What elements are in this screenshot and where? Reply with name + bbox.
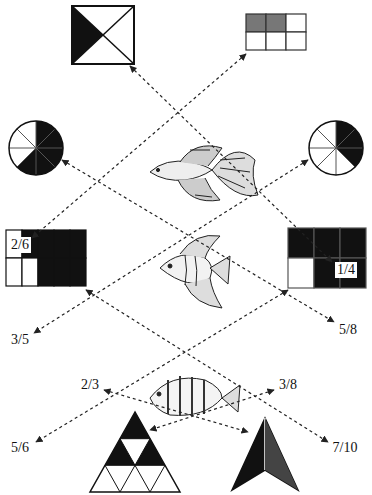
fraction-label: 2/6 — [9, 237, 31, 253]
fraction-label: 2/3 — [79, 377, 101, 393]
matching-arrow — [32, 54, 334, 442]
grid-shape — [6, 230, 86, 286]
dart-shape — [232, 418, 298, 490]
fraction-label: 1/4 — [335, 262, 357, 278]
triangle-shape — [90, 412, 180, 492]
fraction-label: 3/8 — [277, 377, 299, 393]
fraction-label: 3/5 — [9, 332, 31, 348]
fraction-label: 5/8 — [337, 322, 359, 338]
grid-shape — [288, 228, 366, 288]
square-shape — [72, 6, 134, 64]
circle-shape — [9, 121, 63, 175]
betta-fish — [150, 146, 258, 201]
fraction-label: 7/10 — [331, 440, 360, 456]
fraction-label: 5/6 — [9, 440, 31, 456]
grid-shape — [246, 14, 306, 50]
circle-shape — [309, 121, 363, 175]
butterfly-fish — [150, 376, 240, 416]
